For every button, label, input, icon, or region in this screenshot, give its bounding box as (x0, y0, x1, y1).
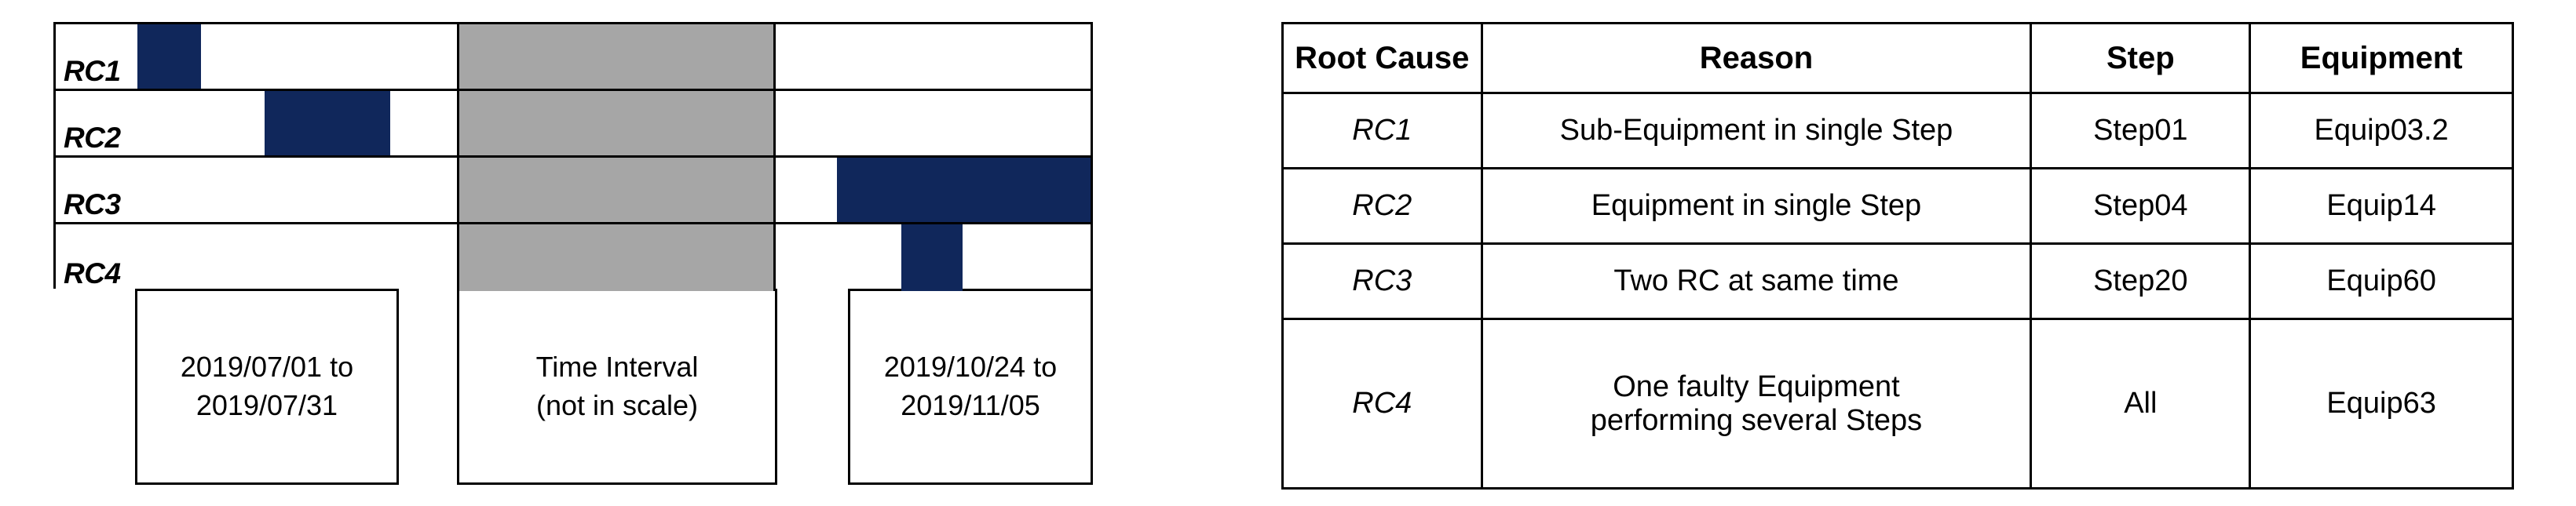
period-label-interval: Time Interval (not in scale) (533, 348, 702, 424)
gantt-grid: RC1 RC2 RC3 RC4 (53, 22, 1093, 291)
gantt-row-rc3: RC3 (56, 158, 1091, 224)
gantt-bar-rc4 (901, 224, 963, 291)
table-row: RC2 Equipment in single Step Step04 Equi… (1281, 167, 2514, 245)
gantt-row-rc4: RC4 (56, 224, 1091, 291)
cell-root-cause-rc3: RC3 (1281, 242, 1483, 320)
cell-step-rc4: All (2030, 318, 2252, 490)
table-row: RC1 Sub-Equipment in single Step Step01 … (1281, 92, 2514, 169)
cell-equipment-rc2: Equip14 (2249, 167, 2514, 245)
gantt-gap-band-rc2 (457, 91, 776, 155)
cell-reason-rc2-line1: Equipment in single Step (1591, 189, 1922, 222)
gantt-bar-rc3 (837, 158, 1091, 222)
cell-root-cause-rc2: RC2 (1281, 167, 1483, 245)
cell-step-rc1: Step01 (2030, 92, 2252, 169)
cell-reason-rc4: One faulty Equipment performing several … (1480, 318, 2033, 490)
gantt-gap-band-rc4 (457, 224, 776, 291)
gantt-row-label-rc3: RC3 (64, 188, 121, 220)
cell-reason-rc2: Equipment in single Step (1480, 167, 2033, 245)
column-header-step: Step (2030, 22, 2252, 94)
cell-root-cause-rc4: RC4 (1281, 318, 1483, 490)
cell-reason-rc3: Two RC at same time (1480, 242, 2033, 320)
gantt-gap-band-rc3 (457, 158, 776, 222)
period-last-line1: 2019/10/24 to (883, 351, 1058, 384)
gantt-gap-band-rc1 (457, 24, 776, 89)
table-row: RC4 One faulty Equipment performing seve… (1281, 318, 2514, 490)
period-box-last: 2019/10/24 to 2019/11/05 (848, 289, 1093, 485)
gantt-row-rc2: RC2 (56, 91, 1091, 158)
column-header-equipment: Equipment (2249, 22, 2514, 94)
cell-reason-rc3-line1: Two RC at same time (1613, 264, 1899, 297)
cell-reason-rc1: Sub-Equipment in single Step (1480, 92, 2033, 169)
cell-equipment-rc3: Equip60 (2249, 242, 2514, 320)
cell-reason-rc1-line1: Sub-Equipment in single Step (1559, 114, 1953, 147)
period-label-last: 2019/10/24 to 2019/11/05 (881, 348, 1060, 424)
table-header-row: Root Cause Reason Step Equipment (1281, 22, 2514, 94)
gantt-row-label-rc2: RC2 (64, 122, 121, 154)
cell-root-cause-rc1: RC1 (1281, 92, 1483, 169)
cell-reason-rc4-line1: One faulty Equipment (1613, 369, 1900, 403)
period-box-interval: Time Interval (not in scale) (457, 289, 777, 485)
gantt-bar-rc1 (137, 24, 201, 89)
gantt-row-rc1: RC1 (56, 24, 1091, 91)
root-cause-table: Root Cause Reason Step Equipment RC1 Sub… (1281, 22, 2514, 490)
period-last-line2: 2019/11/05 (901, 389, 1040, 421)
gantt-row-label-rc1: RC1 (64, 55, 121, 87)
period-first-line1: 2019/07/01 to (180, 351, 354, 384)
table-row: RC3 Two RC at same time Step20 Equip60 (1281, 242, 2514, 320)
period-interval-line2: (not in scale) (535, 389, 699, 421)
cell-step-rc3: Step20 (2030, 242, 2252, 320)
period-box-first: 2019/07/01 to 2019/07/31 (135, 289, 399, 485)
column-header-root-cause: Root Cause (1281, 22, 1483, 94)
cell-equipment-rc4: Equip63 (2249, 318, 2514, 490)
column-header-reason: Reason (1480, 22, 2033, 94)
gantt-row-label-rc4: RC4 (64, 257, 121, 289)
period-interval-line1: Time Interval (535, 351, 699, 384)
timeline-chart: RC1 RC2 RC3 RC4 2019/07/01 to 2019/07/31 (0, 0, 1178, 506)
cell-equipment-rc1: Equip03.2 (2249, 92, 2514, 169)
period-label-first: 2019/07/01 to 2019/07/31 (177, 348, 356, 424)
cell-step-rc2: Step04 (2030, 167, 2252, 245)
gantt-bar-rc2 (265, 91, 390, 155)
root-cause-table-container: Root Cause Reason Step Equipment RC1 Sub… (1281, 22, 2514, 490)
cell-reason-rc4-line2: performing several Steps (1590, 403, 1923, 437)
period-first-line2: 2019/07/31 (195, 389, 338, 421)
